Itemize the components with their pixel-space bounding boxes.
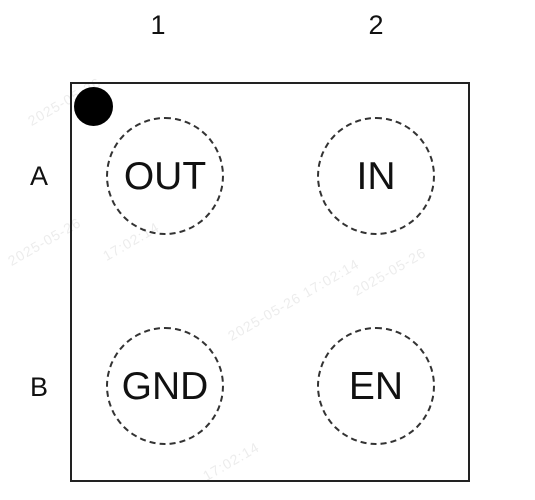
row-label-a: A — [29, 161, 48, 191]
pin-b2-en: EN — [317, 327, 435, 445]
pin-label-gnd: GND — [121, 364, 209, 408]
pin1-indicator-dot — [74, 87, 113, 126]
pin-b1-gnd: GND — [106, 327, 224, 445]
column-label-1: 1 — [150, 10, 166, 40]
pin-a1-out: OUT — [106, 117, 224, 235]
package-outline — [70, 82, 470, 482]
column-label-2: 2 — [368, 10, 384, 40]
pin-label-in: IN — [356, 154, 396, 198]
pin-a2-in: IN — [317, 117, 435, 235]
pin-label-out: OUT — [123, 154, 207, 198]
row-label-b: B — [29, 372, 48, 402]
pin-label-en: EN — [348, 364, 404, 408]
